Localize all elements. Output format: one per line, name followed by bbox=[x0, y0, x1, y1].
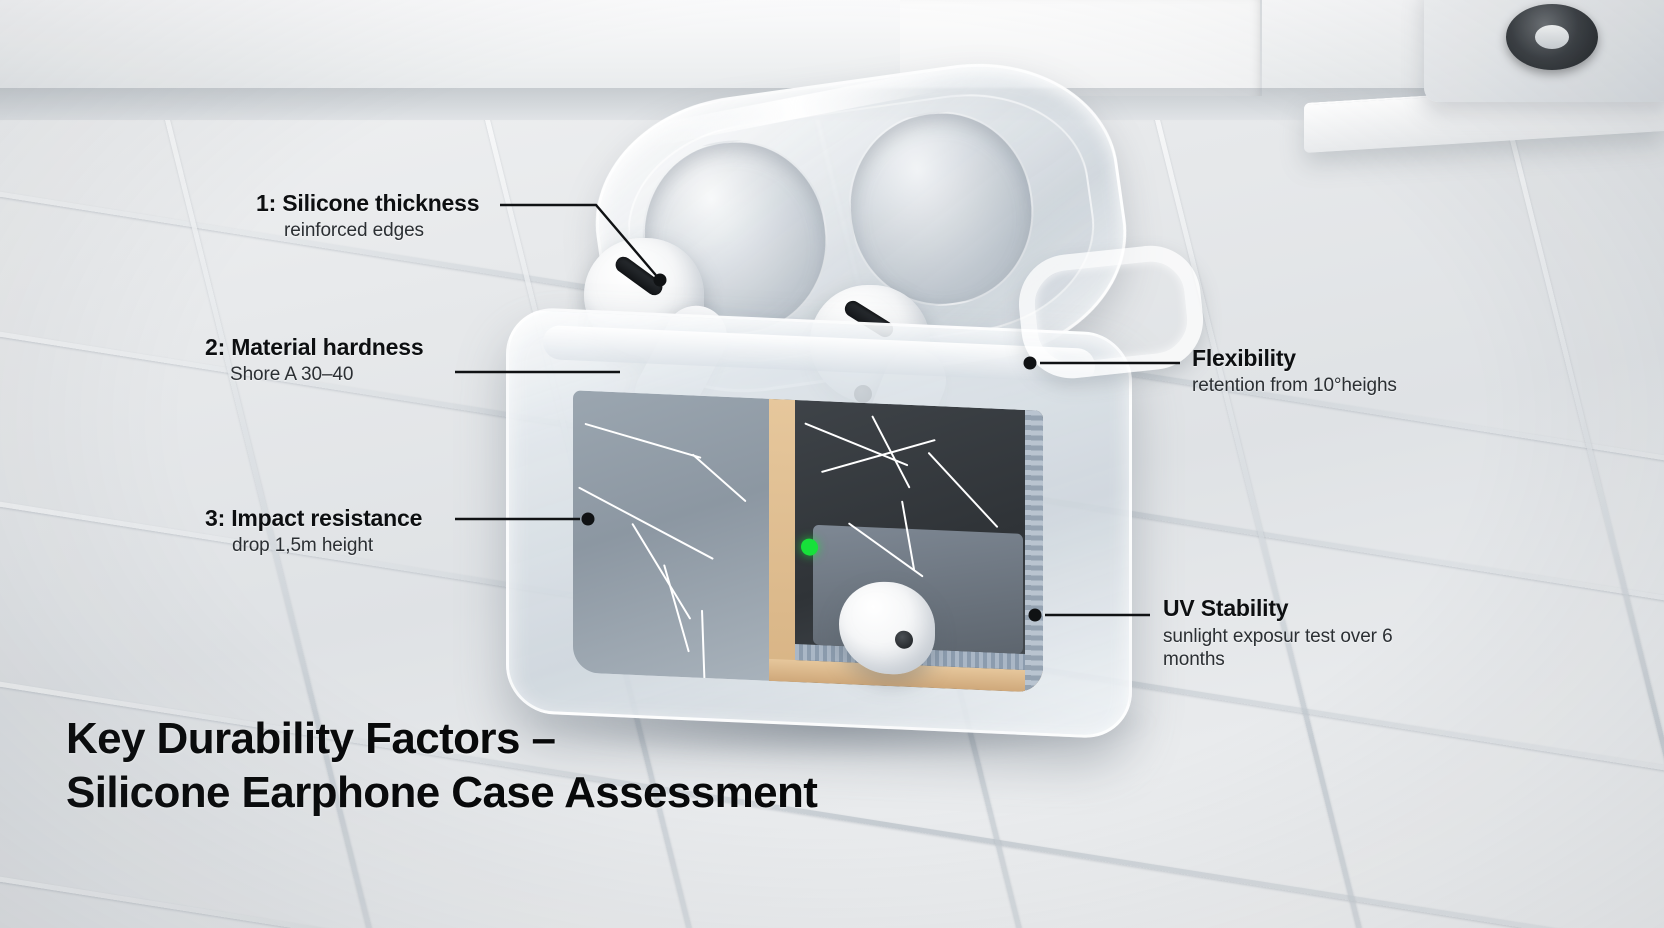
earbud-inner bbox=[839, 579, 935, 677]
case-body bbox=[506, 306, 1132, 740]
annotation-title: 3: Impact resistance bbox=[205, 505, 423, 531]
annotation-subtitle: sunlight exposur test over 6 months bbox=[1163, 626, 1393, 671]
annotation-impact-resistance: 3: Impact resistance drop 1,5m height bbox=[205, 505, 422, 557]
annotation-flexibility: Flexibility retention from 10°heighs bbox=[1192, 345, 1397, 397]
annotation-silicone-thickness: 1: Silicone thickness reinforced edges bbox=[256, 190, 480, 242]
annotation-uv-stability: UV Stability sunlight exposur test over … bbox=[1163, 595, 1443, 671]
annotation-material-hardness: 2: Material hardness Shore A 30–40 bbox=[205, 334, 424, 386]
background-appliance bbox=[1304, 0, 1664, 154]
annotation-subtitle: Shore A 30–40 bbox=[230, 364, 354, 385]
annotation-title: 2: Material hardness bbox=[205, 334, 424, 360]
page-title-line-2: Silicone Earphone Case Assessment bbox=[66, 767, 818, 817]
annotation-title: Flexibility bbox=[1192, 345, 1296, 371]
annotation-subtitle: retention from 10°heighs bbox=[1192, 375, 1397, 396]
annotation-title: 1: Silicone thickness bbox=[256, 190, 480, 216]
layer-reinforcement bbox=[769, 398, 795, 682]
earphone-case bbox=[480, 44, 1208, 762]
cutaway-cross-section bbox=[573, 390, 1043, 693]
page-title: Key Durability Factors – Silicone Earpho… bbox=[66, 712, 818, 819]
case-clip-loop bbox=[1014, 240, 1208, 384]
annotation-subtitle: drop 1,5m height bbox=[232, 535, 373, 556]
annotation-subtitle: reinforced edges bbox=[284, 220, 424, 241]
annotation-title: UV Stability bbox=[1163, 595, 1289, 621]
status-indicator-dot bbox=[801, 538, 818, 556]
page-title-line-1: Key Durability Factors – bbox=[66, 714, 556, 763]
